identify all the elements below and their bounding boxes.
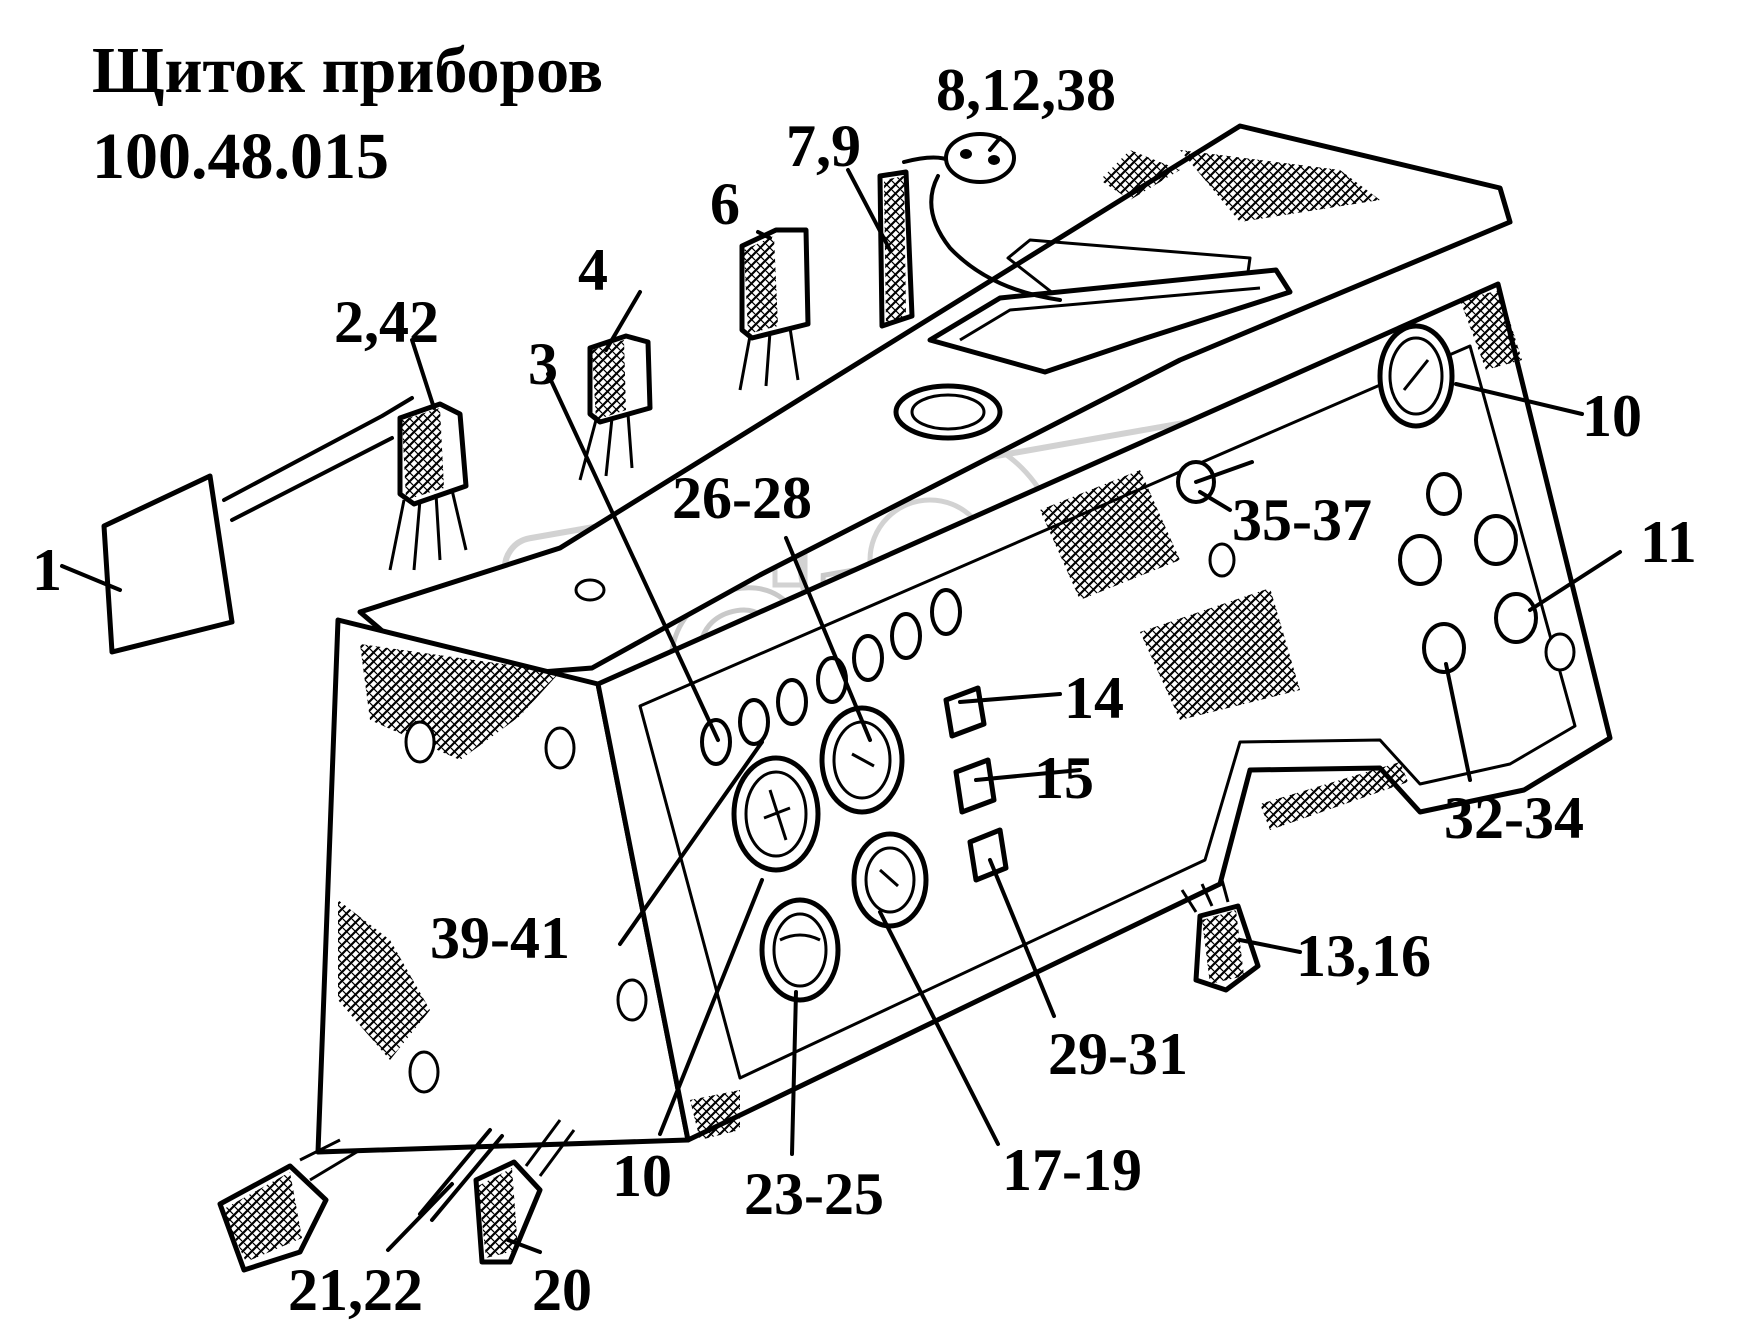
gauge-icon <box>819 705 905 815</box>
callout-4: 4 <box>578 237 608 303</box>
callout-7-9: 7,9 <box>786 113 861 179</box>
callout-29-31: 29-31 <box>1048 1021 1188 1087</box>
callout-32-34: 32-34 <box>1444 785 1584 851</box>
callout-35-37: 35-37 <box>1232 487 1372 553</box>
callout-3: 3 <box>528 331 558 397</box>
callout-39-41: 39-41 <box>430 905 570 971</box>
callout-13-16: 13,16 <box>1296 923 1431 989</box>
connector-plug-4 <box>578 333 653 481</box>
connector-8-12-38 <box>902 132 1062 302</box>
leader-lines <box>60 136 1622 1254</box>
connector-plate-1 <box>101 396 414 655</box>
callout-15: 15 <box>1034 745 1094 811</box>
gauge-icon <box>1377 323 1455 429</box>
connector-plug-13-16 <box>1180 879 1261 993</box>
callout-10-bottom: 10 <box>612 1143 672 1209</box>
callout-20: 20 <box>532 1257 592 1323</box>
callout-labels: 1 2,42 3 4 6 7,9 8,12,38 10 26-28 35-37 … <box>32 57 1697 1323</box>
callout-1: 1 <box>32 537 62 603</box>
callout-10-right: 10 <box>1582 383 1642 449</box>
gauge-icon <box>759 897 841 1003</box>
wire-21-22 <box>418 1128 504 1222</box>
diagram-title-line-2: 100.48.015 <box>92 120 389 193</box>
callout-17-19: 17-19 <box>1002 1137 1142 1203</box>
diagram-title-line-1: Щиток приборов <box>92 34 604 107</box>
gauge-icon <box>731 755 821 873</box>
connector-plug-2-42 <box>388 401 469 571</box>
callout-14: 14 <box>1064 665 1124 731</box>
warning-lamp-row <box>700 588 962 766</box>
connector-plug-20 <box>473 1119 576 1265</box>
callout-21-22: 21,22 <box>288 1257 423 1323</box>
callout-8-12-38: 8,12,38 <box>936 57 1116 123</box>
gauge-icon <box>851 831 929 929</box>
callout-23-25: 23-25 <box>744 1161 884 1227</box>
cable-7-9 <box>877 169 915 329</box>
connector-plug-bottom-left <box>217 1138 361 1273</box>
knob-icon <box>1176 460 1576 674</box>
panel-housing <box>315 123 1613 1155</box>
callout-26-28: 26-28 <box>672 465 812 531</box>
callout-2-42: 2,42 <box>334 289 439 355</box>
connector-plug-6 <box>738 227 811 391</box>
callout-6: 6 <box>710 171 740 237</box>
callout-11: 11 <box>1640 509 1697 575</box>
